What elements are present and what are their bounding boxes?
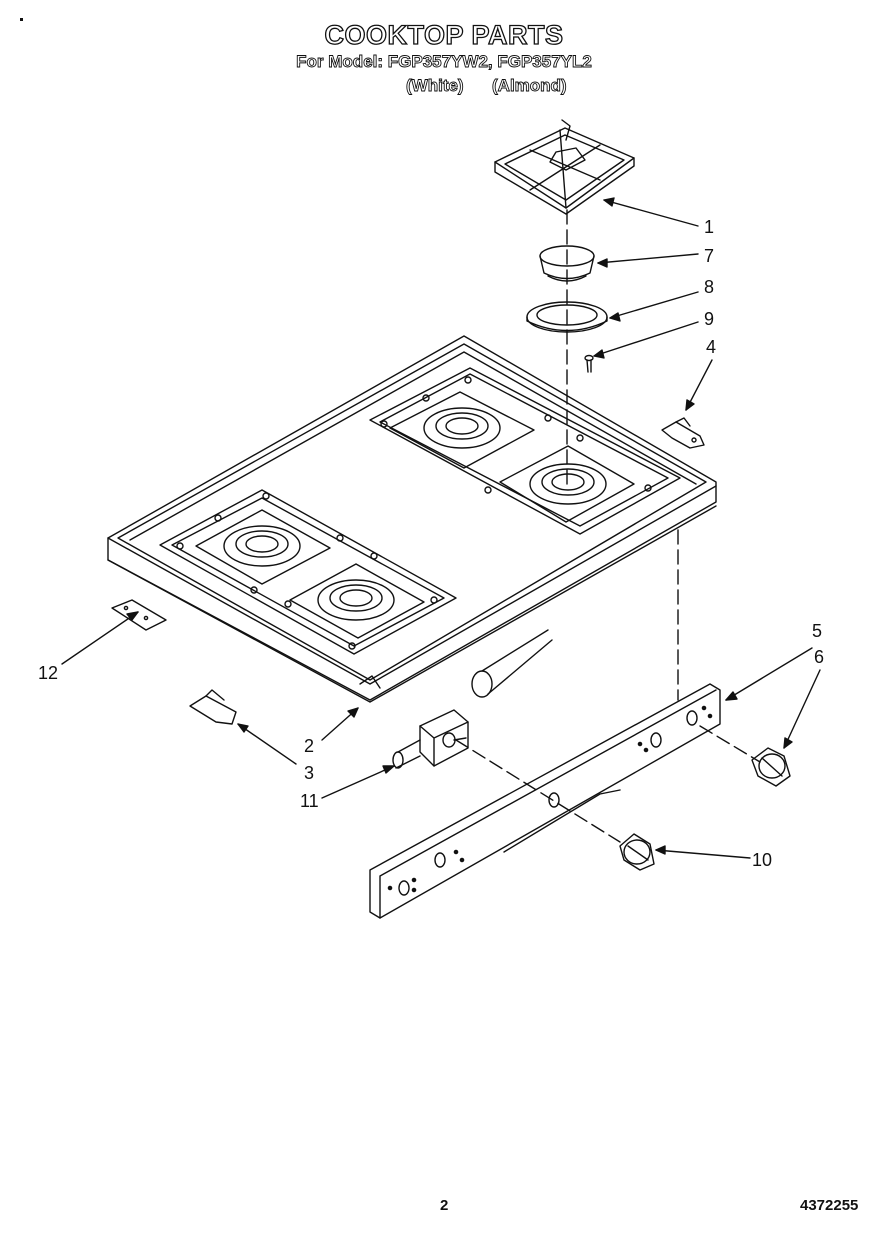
side-clip bbox=[662, 418, 704, 448]
model-subtitle: For Model: FGP357YW2, FGP357YL2 bbox=[296, 52, 593, 72]
callout-12: 12 bbox=[38, 663, 59, 683]
callout-6: 6 bbox=[814, 647, 825, 667]
bracket bbox=[190, 690, 236, 724]
knob-front bbox=[620, 834, 654, 870]
callout-11: 11 bbox=[300, 791, 319, 811]
screw bbox=[585, 356, 593, 373]
cooktop-panel bbox=[108, 336, 716, 702]
label-plate bbox=[112, 600, 166, 630]
color-almond-label: (Almond) bbox=[492, 76, 567, 96]
page-title: COOKTOP PARTS bbox=[324, 19, 564, 50]
document-number: 4372255 bbox=[800, 1197, 859, 1214]
callout-4: 4 bbox=[706, 337, 717, 357]
knob-side bbox=[752, 748, 790, 786]
callout-2: 2 bbox=[304, 736, 315, 756]
leader-lines bbox=[62, 198, 820, 858]
page-number: 2 bbox=[440, 1197, 449, 1214]
corner-mark bbox=[20, 18, 23, 21]
burner-grate bbox=[495, 120, 634, 214]
tube-fitting bbox=[472, 630, 552, 697]
callout-9: 9 bbox=[704, 309, 715, 329]
callout-7: 7 bbox=[704, 246, 715, 266]
callout-3: 3 bbox=[304, 763, 315, 783]
color-white-label: (White) bbox=[406, 76, 464, 96]
callout-10: 10 bbox=[752, 850, 773, 870]
callout-1: 1 bbox=[704, 217, 715, 237]
alignment-lines bbox=[456, 210, 760, 842]
callout-5: 5 bbox=[812, 621, 823, 641]
valve-switch bbox=[393, 710, 468, 768]
control-panel bbox=[370, 684, 720, 918]
callout-8: 8 bbox=[704, 277, 715, 297]
